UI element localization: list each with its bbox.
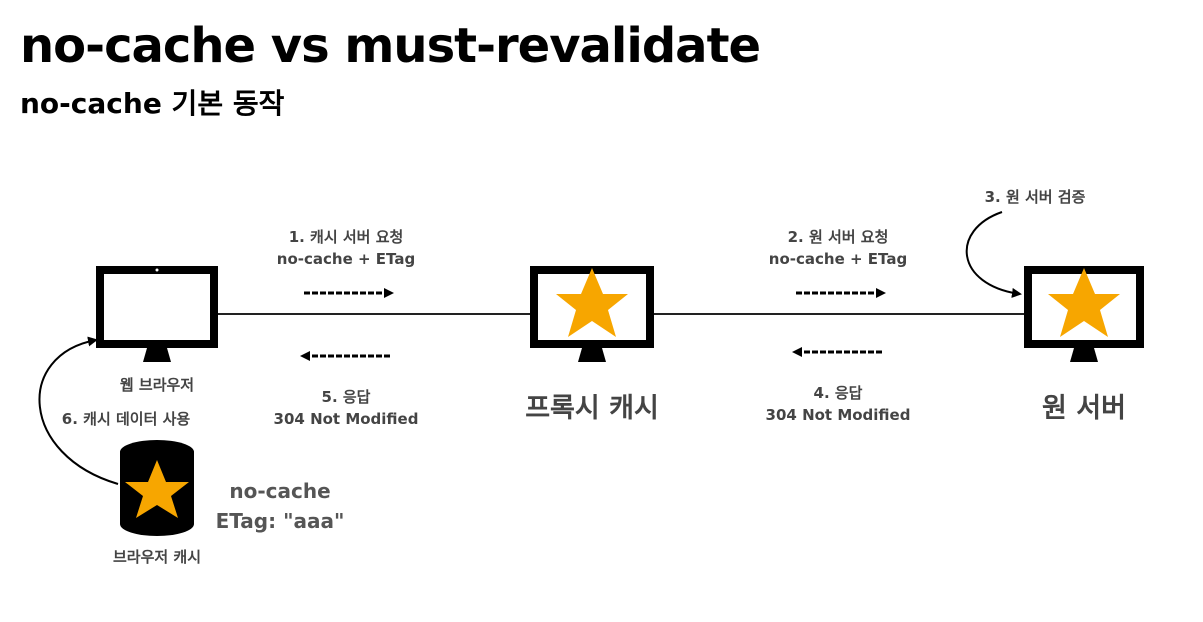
step5-label: 5. 응답 304 Not Modified: [256, 386, 436, 430]
step3-curved-arrow: [965, 211, 1022, 298]
step2-title: 2. 원 서버 요청: [787, 228, 889, 246]
web-browser-label: 웹 브라우저: [119, 376, 195, 394]
page-title: no-cache vs must-revalidate: [20, 18, 761, 74]
step4-label: 4. 응답 304 Not Modified: [748, 382, 928, 426]
step1-detail: no-cache + ETag: [276, 250, 416, 268]
origin-server-label: 원 서버: [1042, 393, 1126, 424]
origin-server-monitor-icon: [1024, 266, 1144, 362]
proxy-cache-monitor-icon: [530, 266, 654, 362]
proxy-cache-label: 프록시 캐시: [525, 393, 659, 424]
web-browser-monitor-icon: [96, 266, 218, 362]
step3-title: 3. 원 서버 검증: [984, 188, 1086, 206]
page-subtitle: no-cache 기본 동작: [20, 87, 285, 120]
browser-cache-info: no-cache ETag: "aaa": [210, 476, 350, 536]
step5-title: 5. 응답: [321, 388, 371, 406]
step6-title: 6. 캐시 데이터 사용: [61, 410, 191, 428]
step3-label: 3. 원 서버 검증: [970, 186, 1100, 208]
step1-label: 1. 캐시 서버 요청 no-cache + ETag: [256, 226, 436, 270]
browser-cache-label: 브라우저 캐시: [112, 548, 202, 566]
step5-detail: 304 Not Modified: [273, 410, 419, 428]
browser-cache-cylinder-icon: [120, 440, 194, 536]
step2-detail: no-cache + ETag: [768, 250, 908, 268]
step6-curved-arrow: [38, 336, 119, 485]
step4-detail: 304 Not Modified: [765, 406, 911, 424]
step6-label: 6. 캐시 데이터 사용: [56, 408, 196, 430]
step1-title: 1. 캐시 서버 요청: [288, 228, 404, 246]
cache-etag: ETag: "aaa": [215, 509, 345, 533]
cache-directive: no-cache: [229, 479, 331, 503]
step4-title: 4. 응답: [813, 384, 863, 402]
step2-label: 2. 원 서버 요청 no-cache + ETag: [748, 226, 928, 270]
